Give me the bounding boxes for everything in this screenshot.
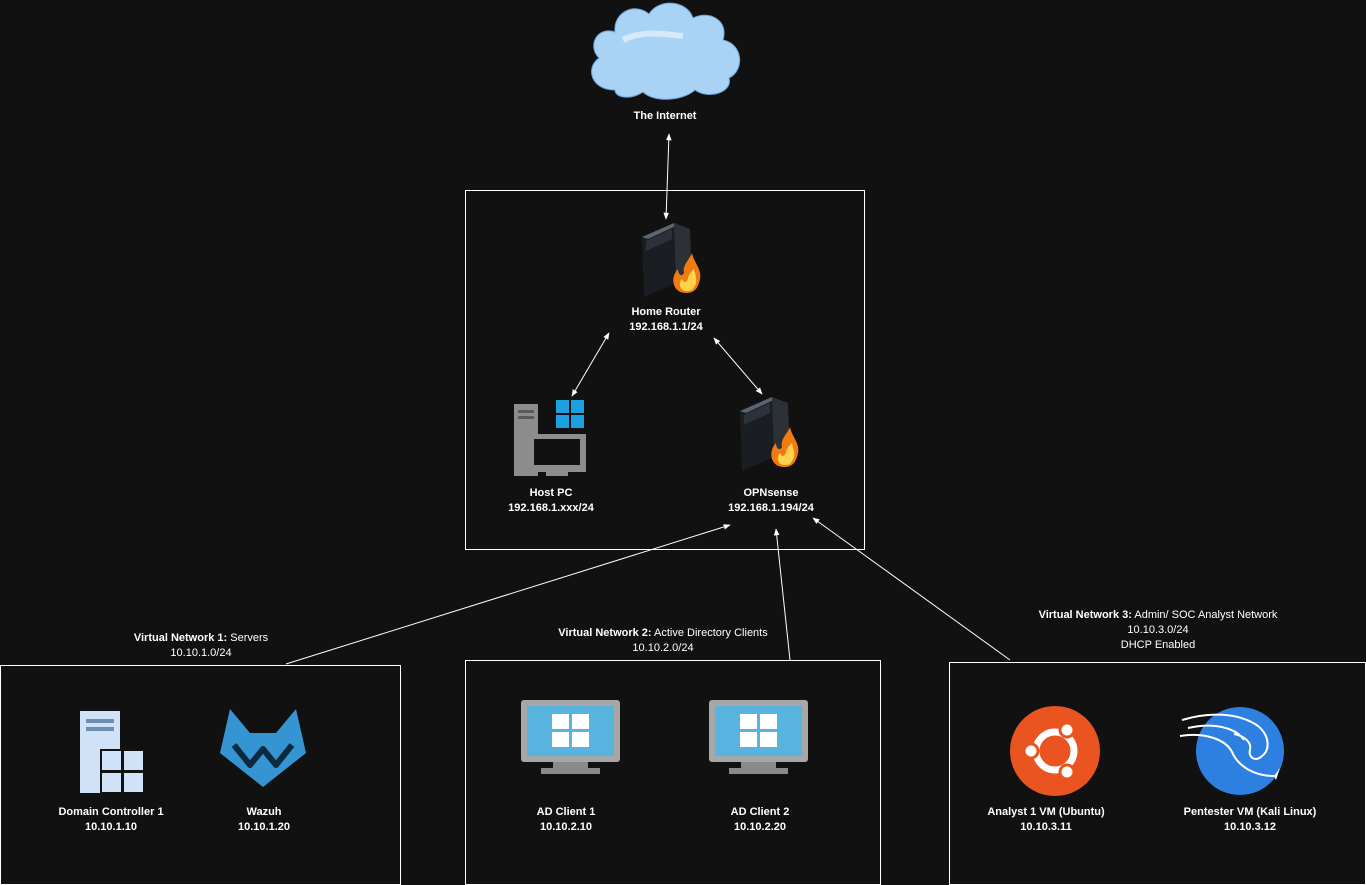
desktop-computer-windows-icon	[514, 400, 586, 476]
kali-vm-label: Pentester VM (Kali Linux) 10.10.3.12	[1183, 806, 1317, 833]
edge-vnet3-opnsense	[812, 517, 1011, 661]
edge-vnet2-opnsense	[773, 528, 791, 661]
wazuh-icon	[220, 709, 306, 787]
windows-monitor-icon	[521, 700, 620, 774]
home-router-label: Home Router 192.168.1.1/24	[629, 306, 703, 333]
vnet3-title: Virtual Network 3: Admin/ SOC Analyst Ne…	[1038, 609, 1278, 651]
firewall-icon	[642, 223, 701, 297]
ubuntu-icon	[1010, 706, 1100, 796]
ad-client-1-label: AD Client 1 10.10.2.10	[536, 806, 596, 833]
edge-router-hostpc	[571, 332, 610, 397]
edge-router-opnsense	[713, 337, 763, 395]
ad-client-2-label: AD Client 2 10.10.2.20	[730, 806, 790, 833]
vnet1-box	[0, 665, 401, 885]
vnet1-title: Virtual Network 1: Servers 10.10.1.0/24	[133, 632, 269, 659]
ubuntu-vm-label: Analyst 1 VM (Ubuntu) 10.10.3.11	[987, 806, 1105, 833]
edge-vnet1-opnsense	[285, 524, 731, 665]
home-network-box	[465, 190, 865, 550]
windows-monitor-icon	[709, 700, 808, 774]
vnet2-title: Virtual Network 2: Active Directory Clie…	[558, 627, 768, 654]
internet-label: The Internet	[633, 110, 697, 122]
windows-server-icon	[80, 711, 144, 793]
wazuh-label: Wazuh 10.10.1.20	[238, 806, 290, 833]
kali-linux-icon	[1179, 707, 1284, 795]
domain-controller-label: Domain Controller 1 10.10.1.10	[58, 806, 164, 833]
edge-internet-router	[663, 133, 672, 220]
firewall-icon	[740, 397, 799, 471]
opnsense-label: OPNsense 192.168.1.194/24	[728, 487, 814, 514]
cloud-icon	[591, 2, 741, 100]
host-pc-label: Host PC 192.168.1.xxx/24	[508, 487, 594, 514]
